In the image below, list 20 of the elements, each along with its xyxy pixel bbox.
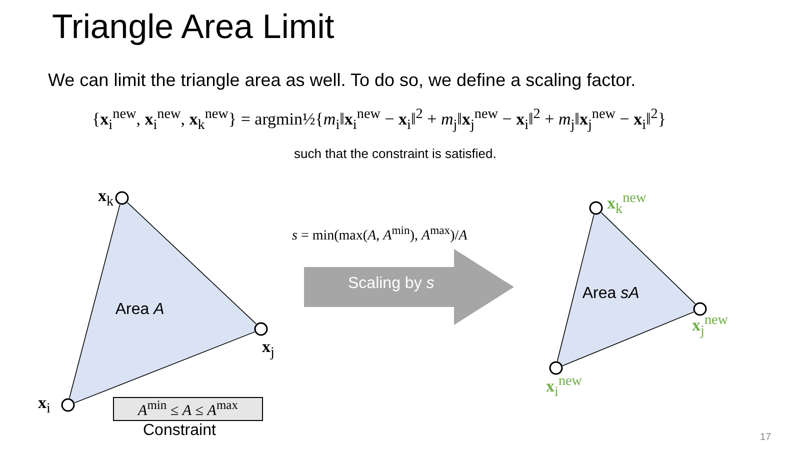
vertex-label: x$_{i}$	[38, 393, 50, 418]
slide-title: Triangle Area Limit	[52, 8, 334, 47]
vertex-label: x$_{j}$	[262, 337, 274, 362]
constraint-box: A$^{min}$ ≤ A ≤ A$^{max}$	[113, 397, 263, 421]
triangle-edge	[74, 330, 255, 404]
triangle-edge	[69, 204, 121, 398]
vertex-label: x$_{k}$	[98, 186, 114, 210]
triangle-edge	[600, 212, 696, 305]
constraint-label: Constraint	[143, 422, 216, 440]
body-text: such that the constraint is satisfied.	[294, 146, 496, 161]
arrow-label: Scaling by s	[348, 275, 434, 293]
page-number: 17	[760, 432, 772, 443]
triangle-edge	[126, 202, 256, 325]
triangle-edge	[556, 214, 596, 362]
formula: {x$_{i}$$^{new}$, x$_{i}$$^{new}$, x$_{k}$$^{new}$} = argmin½{m$_{i}$‖x$_{i}$$^{new}$ − x$_{i}$‖$^{2}$ + m$_{j}$‖x$_{j}$$^{new}$ − x$_{i}$‖$^{2}$ + m$_{j}$‖x$_{j}$$^{new}$ − x$_{i}$‖$^{2}$}	[92, 106, 666, 134]
area-label: Area A	[115, 300, 164, 319]
body-text: We can limit the triangle area as well. To do so, we define a scaling factor.	[48, 70, 636, 91]
formula: s = min(max(A, A$^{min}$), A$^{max}$)/A	[292, 224, 468, 245]
triangle-edge	[562, 310, 694, 366]
area-label: Area sA	[582, 285, 640, 303]
